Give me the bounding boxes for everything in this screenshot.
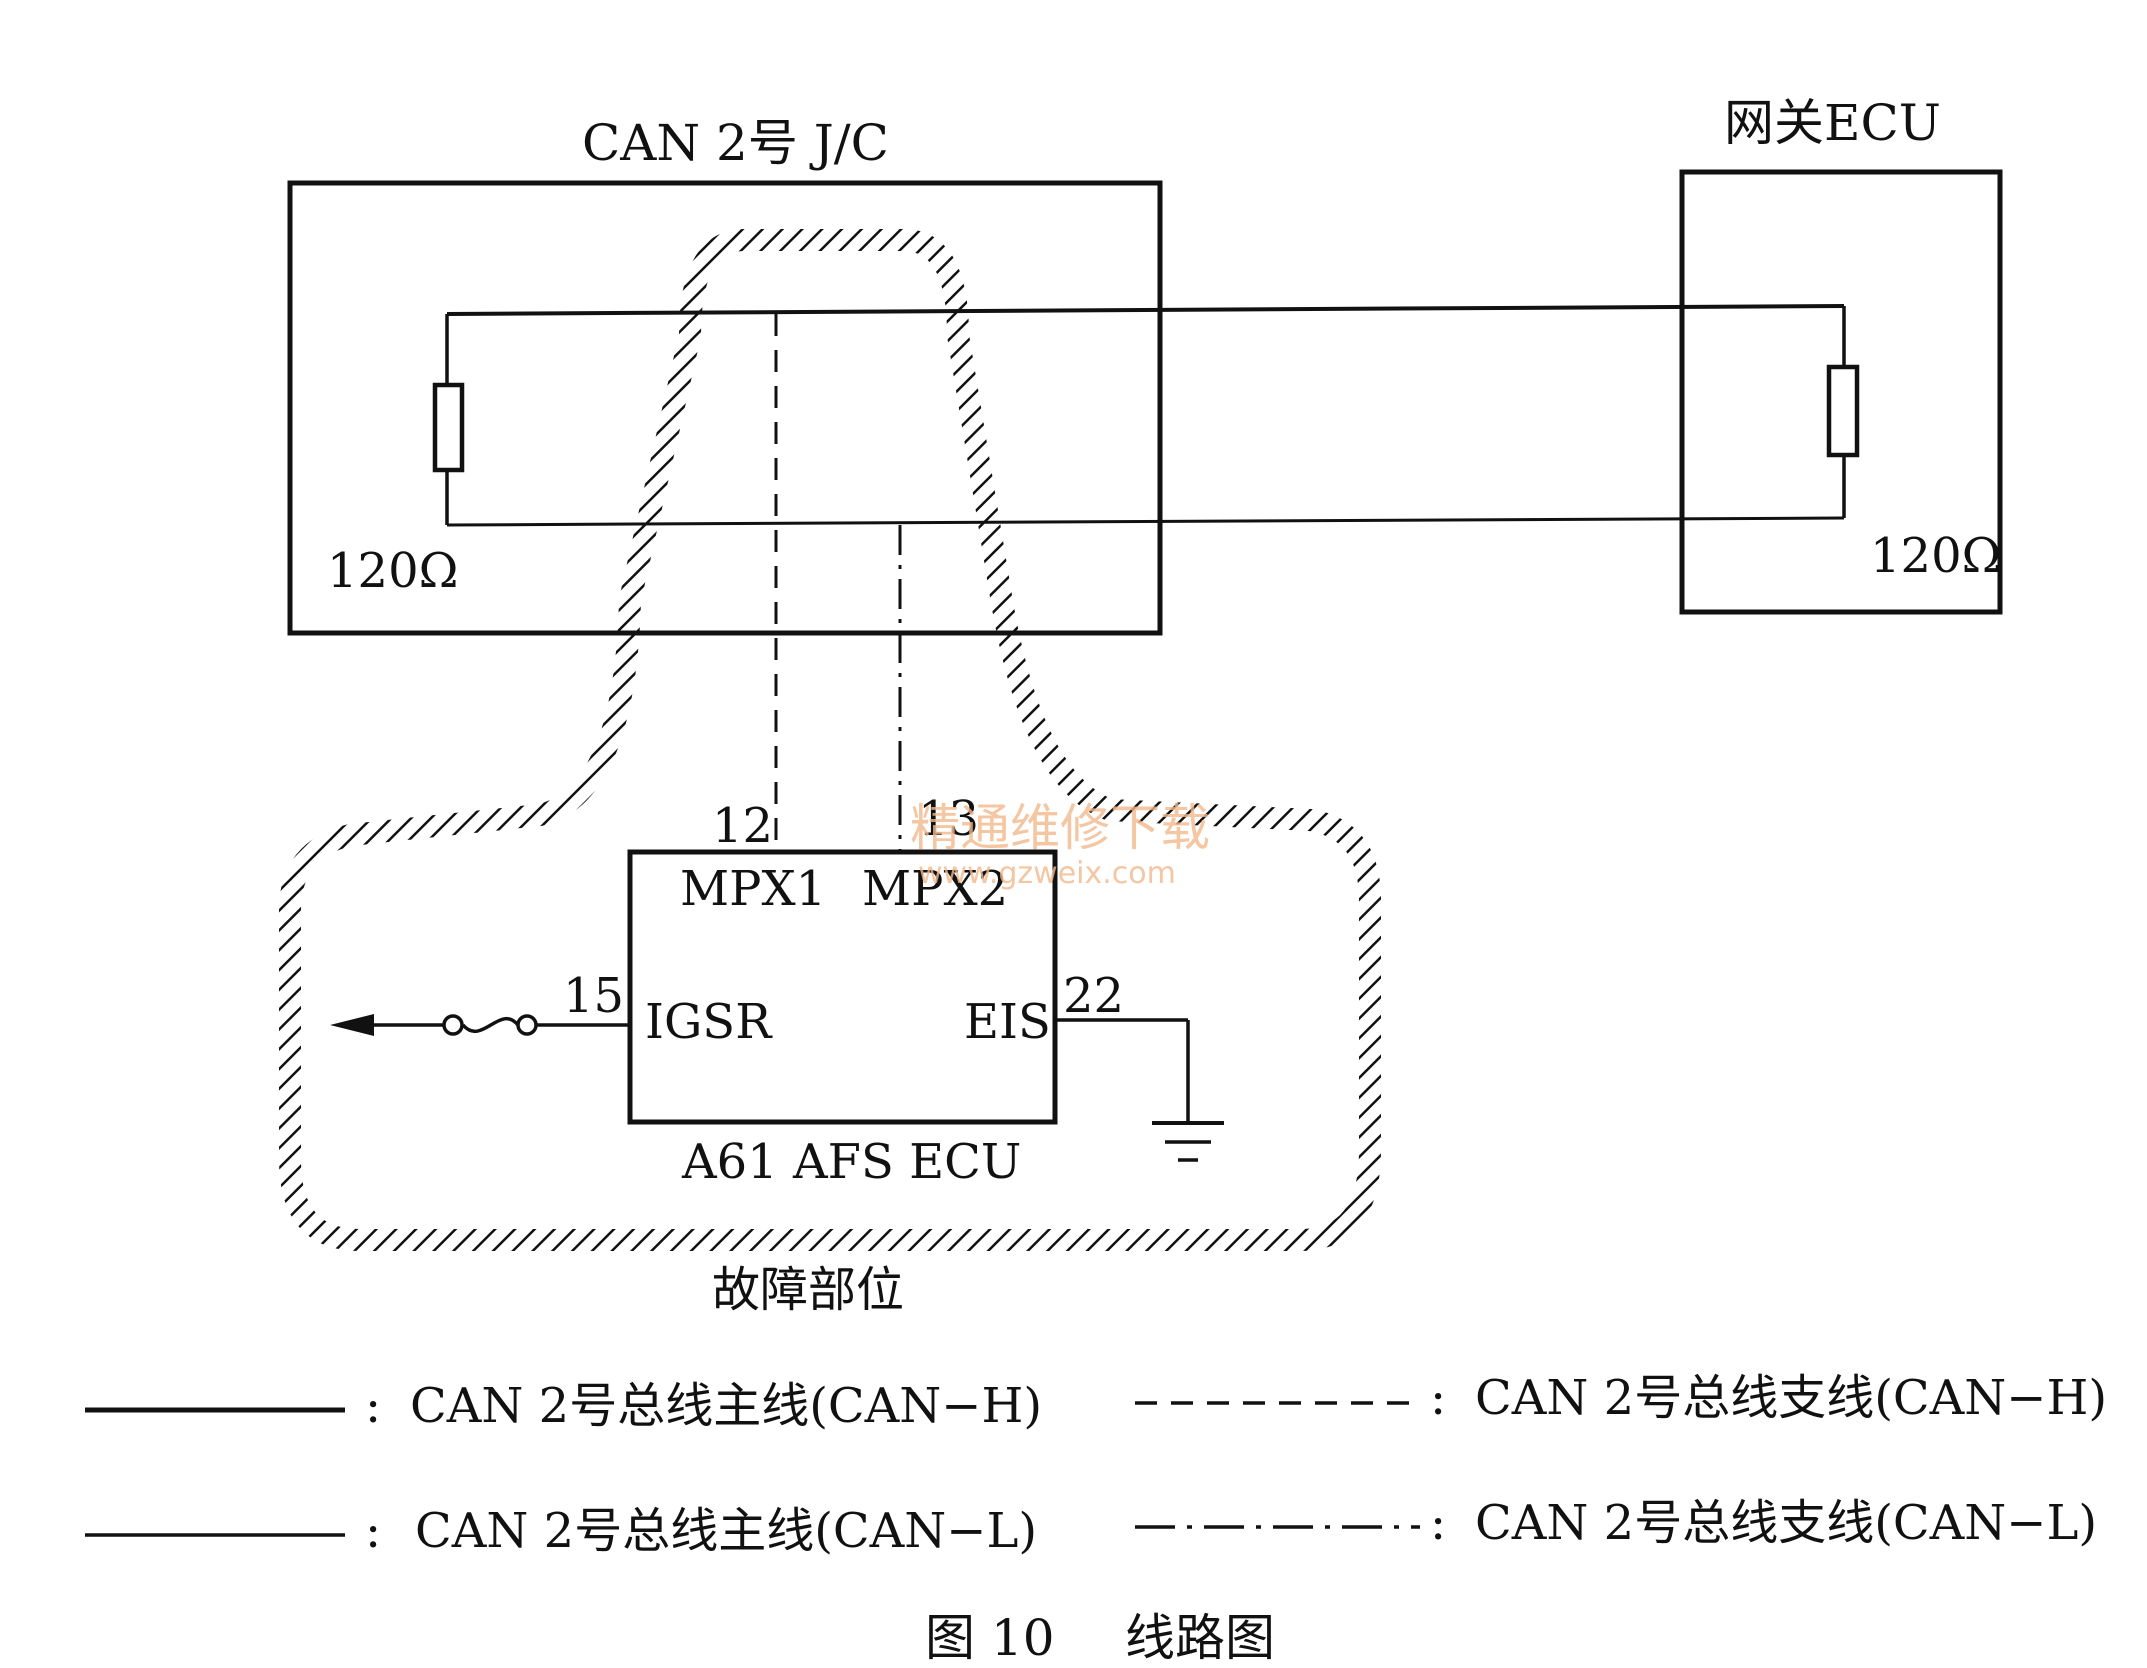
jc-box	[287, 180, 1163, 636]
figure-title: 线路图	[1125, 1609, 1275, 1667]
can-l-main-line	[446, 516, 1845, 527]
arrow-left-icon	[330, 1014, 374, 1036]
watermark-url: www.gzweix.com	[918, 856, 1176, 891]
jc-resistor-label: 120Ω	[327, 543, 458, 599]
legend-separator: :	[1430, 1495, 1446, 1551]
pin-mpx1-label: MPX1	[680, 861, 826, 917]
pin-igsr-label: IGSR	[645, 994, 773, 1050]
legend: : CAN 2号总线主线(CAN−H) : CAN 2号总线支线(CAN−H) …	[85, 1370, 2107, 1559]
fuse-terminal-left	[442, 1014, 464, 1036]
afs-ecu-box	[627, 849, 1058, 1125]
watermark-text: 精通维修下载	[910, 799, 1210, 857]
fuse-terminal-right	[516, 1014, 538, 1036]
can-main-bus	[445, 304, 1846, 527]
fault-zone-label: 故障部位	[712, 1262, 904, 1318]
can-h-main-line	[446, 304, 1845, 316]
legend-item-can-l-branch: CAN 2号总线支线(CAN−L)	[1475, 1495, 2097, 1551]
legend-separator: :	[365, 1503, 381, 1559]
legend-separator: :	[1430, 1370, 1446, 1426]
pin-12-number: 12	[712, 798, 773, 854]
pin-22-number: 22	[1063, 968, 1124, 1024]
figure-number: 图 10	[925, 1609, 1055, 1667]
jc-box-title: CAN 2号 J/C	[582, 114, 889, 172]
legend-item-can-h-main: CAN 2号总线主线(CAN−H)	[410, 1378, 1042, 1434]
legend-item-can-h-branch: CAN 2号总线支线(CAN−H)	[1475, 1370, 2107, 1426]
afs-ecu-name: A61 AFS ECU	[681, 1134, 1021, 1190]
jc-terminating-resistor	[432, 382, 465, 473]
gateway-ecu-title: 网关ECU	[1724, 94, 1941, 152]
fault-zone-outline	[279, 229, 1381, 1251]
igsr-fuse-circuit	[330, 1014, 630, 1036]
gateway-terminating-resistor	[1826, 364, 1860, 458]
gateway-ecu-box	[1679, 169, 2003, 615]
fuse-icon	[461, 1017, 520, 1033]
eis-ground-circuit	[1055, 1018, 1224, 1162]
gateway-resistor-label: 120Ω	[1870, 528, 2001, 584]
pin-eis-label: EIS	[964, 994, 1051, 1050]
legend-item-can-l-main: CAN 2号总线主线(CAN−L)	[415, 1503, 1037, 1559]
pin-15-number: 15	[563, 968, 624, 1024]
pin-13-number: 13	[918, 791, 979, 847]
pin-mpx2-label: MPX2	[862, 861, 1008, 917]
legend-separator: :	[365, 1378, 381, 1434]
